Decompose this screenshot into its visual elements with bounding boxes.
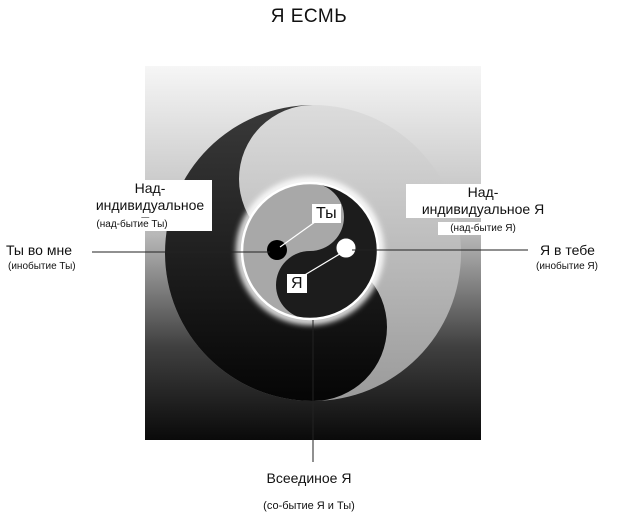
- label-supra-being-ty: (над-бытие Ты): [86, 218, 178, 231]
- dark-dot: [267, 240, 287, 260]
- inner-ring-glow: [236, 177, 384, 325]
- ty-pointer-line: [279, 221, 316, 248]
- label-supra-individual-ya: Над- индивидуальное Я: [406, 184, 560, 218]
- label-all-united-ya: Всеединое Я: [266, 470, 352, 486]
- diagram-title: Я ЕСМЬ: [270, 6, 348, 27]
- ya-pointer-line: [302, 251, 344, 277]
- inner-ring: [240, 181, 380, 321]
- label-otherness-ty: (инобытие Ты): [8, 261, 76, 272]
- label-ty-in-me: Ты во мне: [6, 242, 72, 258]
- label-co-being: (со-бытие Я и Ты): [263, 500, 355, 512]
- label-inner-ty: Ты: [312, 204, 341, 223]
- label-supra-being-ya: (над-бытие Я): [438, 222, 528, 235]
- label-inner-ya: Я: [287, 274, 307, 293]
- label-otherness-ya: (инобытие Я): [536, 261, 598, 272]
- label-ya-in-you: Я в тебе: [540, 242, 595, 258]
